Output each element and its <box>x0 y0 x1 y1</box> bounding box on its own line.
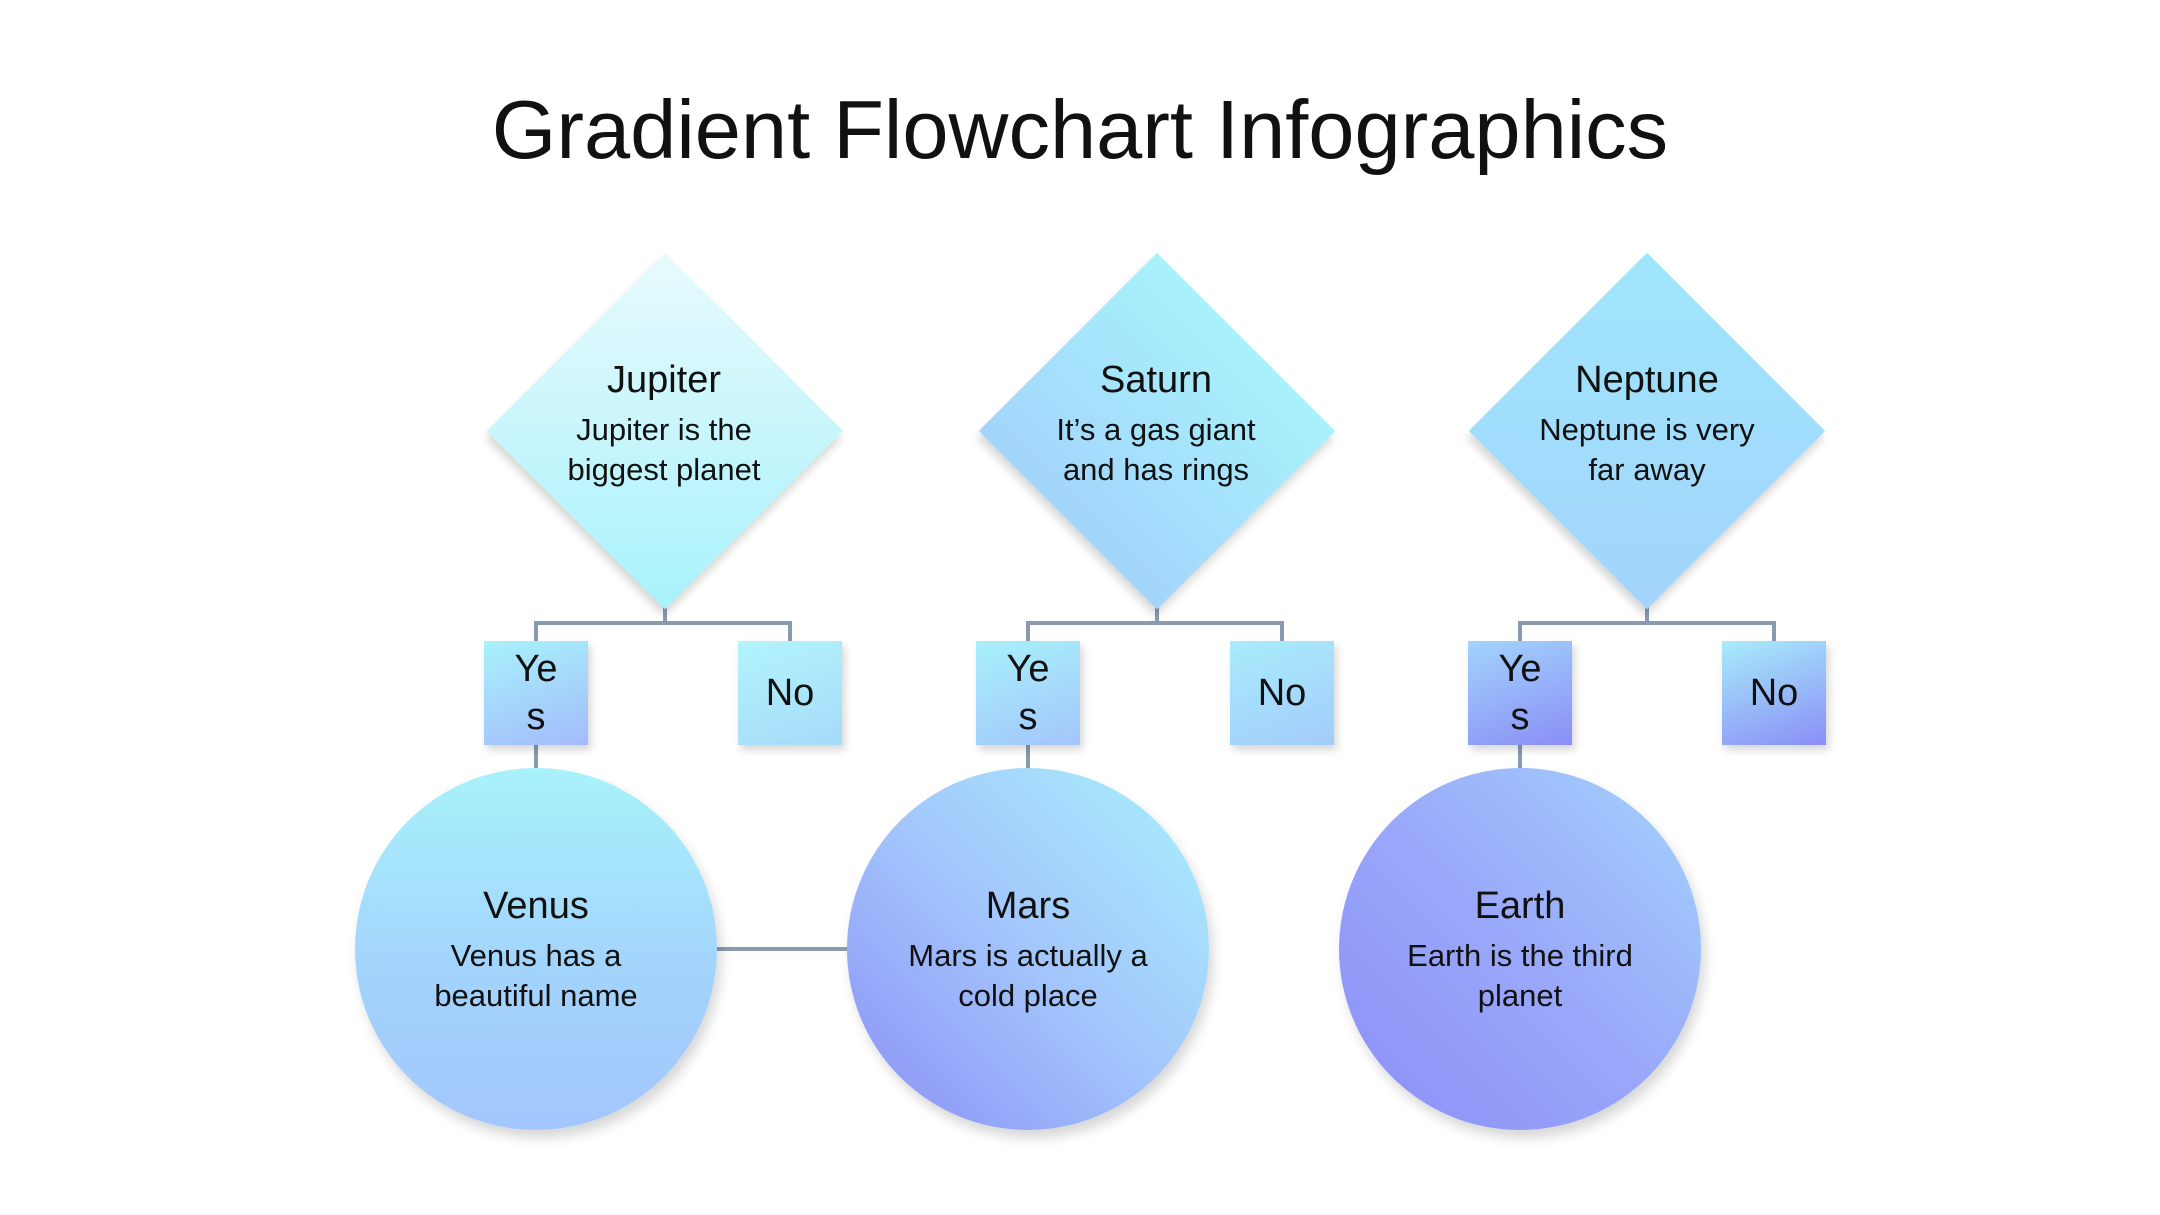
outcome-description: Venus has a beautiful name <box>434 938 638 1013</box>
no-box-neptune: No <box>1722 641 1826 745</box>
decision-description: Jupiter is the biggest planet <box>567 412 761 487</box>
outcome-title: Earth <box>1474 885 1566 927</box>
page-title: Gradient Flowchart Infographics <box>491 83 1669 176</box>
decision-title: Neptune <box>1575 359 1719 401</box>
outcome-description: Earth is the third planet <box>1407 938 1633 1013</box>
no-label: No <box>765 672 815 714</box>
decision-description: Neptune is very far away <box>1539 412 1755 487</box>
decision-description: It’s a gas giant and has rings <box>1056 412 1256 487</box>
outcome-circle-venus: Venus Venus has a beautiful name <box>355 768 717 1130</box>
no-label: No <box>1257 672 1307 714</box>
outcome-circle-earth: Earth Earth is the third planet <box>1339 768 1701 1130</box>
decision-text-saturn: Saturn It’s a gas giant and has rings <box>991 356 1321 490</box>
yes-box-saturn: Yes <box>976 641 1080 745</box>
outcome-circle-mars: Mars Mars is actually a cold place <box>847 768 1209 1130</box>
decision-title: Saturn <box>1100 359 1212 401</box>
no-box-jupiter: No <box>738 641 842 745</box>
decision-text-neptune: Neptune Neptune is very far away <box>1482 356 1812 490</box>
yes-box-neptune: Yes <box>1468 641 1572 745</box>
outcome-title: Venus <box>483 885 589 927</box>
yes-label: Yes <box>1498 648 1542 738</box>
decision-text-jupiter: Jupiter Jupiter is the biggest planet <box>499 356 829 490</box>
outcome-title: Mars <box>985 885 1071 927</box>
yes-label: Yes <box>514 648 558 738</box>
yes-label: Yes <box>1006 648 1050 738</box>
no-box-saturn: No <box>1230 641 1334 745</box>
decision-title: Jupiter <box>606 359 722 401</box>
no-label: No <box>1749 672 1799 714</box>
outcome-description: Mars is actually a cold place <box>908 938 1148 1013</box>
yes-box-jupiter: Yes <box>484 641 588 745</box>
